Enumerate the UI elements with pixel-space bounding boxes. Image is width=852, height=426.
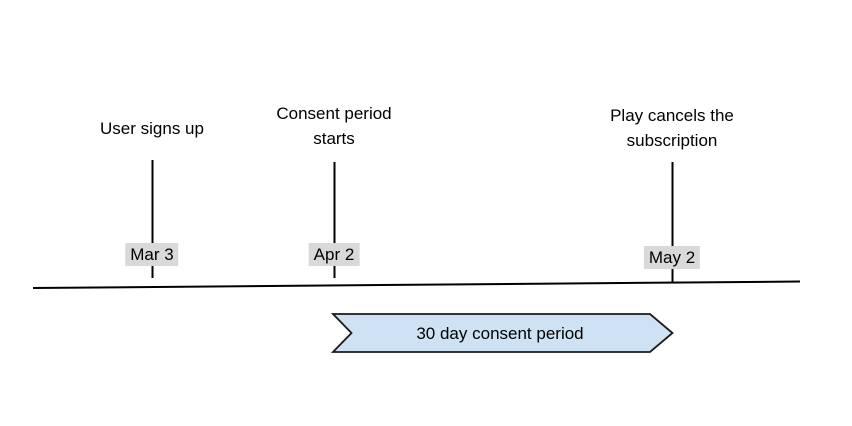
date-badge-may2: May 2 bbox=[643, 246, 701, 269]
event-label-user-signs-up: User signs up bbox=[100, 119, 204, 138]
event-label-play-cancels-subscription: Play cancels the subscription bbox=[610, 106, 734, 150]
timeline-axis-line bbox=[32, 280, 801, 289]
event-label-consent-period-starts: Consent period starts bbox=[276, 104, 392, 148]
date-badge-mar3: Mar 3 bbox=[125, 243, 179, 266]
consent-period-ribbon bbox=[330, 313, 674, 353]
date-badge-apr2: Apr 2 bbox=[308, 243, 360, 266]
consent-period-ribbon-label: 30 day consent period bbox=[416, 324, 584, 343]
